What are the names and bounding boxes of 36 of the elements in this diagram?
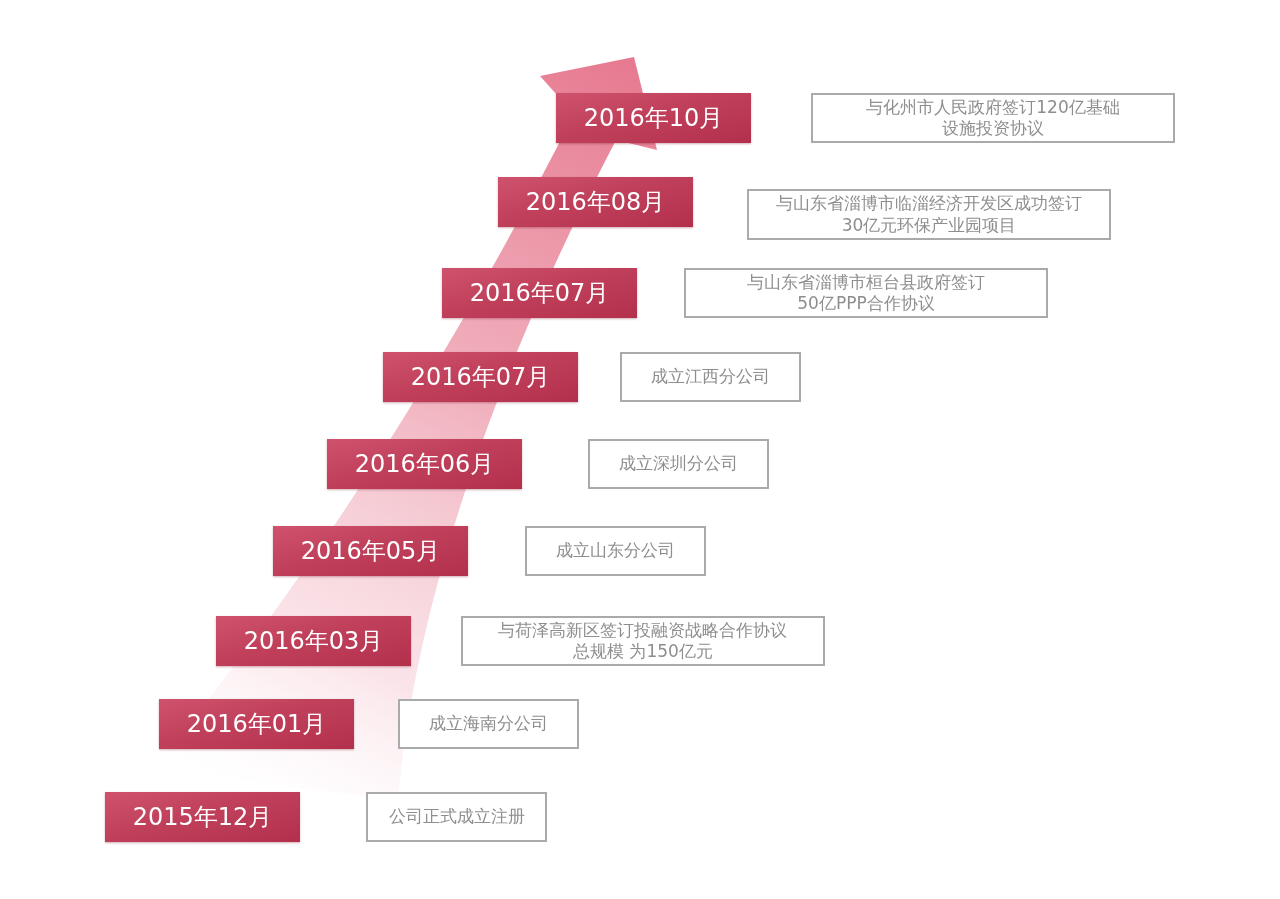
date-banner — [105, 792, 300, 842]
date-banner — [273, 526, 468, 576]
date-banner — [556, 93, 751, 143]
event-description: 成立海南分公司 — [429, 713, 548, 735]
event-box — [747, 189, 1111, 240]
event-description: 成立深圳分公司 — [619, 453, 738, 475]
event-box — [620, 352, 801, 402]
date-banner — [383, 352, 578, 402]
date-banner — [498, 177, 693, 227]
date-text: 2016年08月 — [525, 187, 666, 218]
event-description: 与山东省淄博市桓台县政府签订50亿PPP合作协议 — [746, 271, 986, 315]
event-description: 成立江西分公司 — [651, 366, 770, 388]
date-text: 2015年12月 — [132, 802, 273, 833]
event-description: 公司正式成立注册 — [388, 806, 525, 828]
event-box — [684, 268, 1048, 318]
event-box — [461, 616, 825, 666]
date-text: 2016年01月 — [186, 709, 327, 740]
date-banner — [159, 699, 354, 749]
event-box — [398, 699, 579, 749]
date-text: 2016年10月 — [583, 103, 724, 134]
date-banner — [442, 268, 637, 318]
date-text: 2016年07月 — [410, 362, 551, 393]
date-banner — [327, 439, 522, 489]
date-text: 2016年06月 — [354, 449, 495, 480]
date-text: 2016年03月 — [243, 626, 384, 657]
event-description: 成立山东分公司 — [556, 540, 675, 562]
event-box — [811, 93, 1175, 143]
event-box — [366, 792, 547, 842]
date-text: 2016年05月 — [300, 536, 441, 567]
event-description: 与山东省淄博市临淄经济开发区成功签订30亿元环保产业园项目 — [775, 193, 1083, 236]
event-description: 与荷泽高新区签订投融资战略合作协议总规模 为150亿元 — [497, 619, 789, 663]
date-banner — [216, 616, 411, 666]
event-box — [588, 439, 769, 489]
date-text: 2016年07月 — [469, 278, 610, 309]
event-box — [525, 526, 706, 576]
event-description: 与化州市人民政府签订120亿基础设施投资协议 — [865, 96, 1121, 140]
